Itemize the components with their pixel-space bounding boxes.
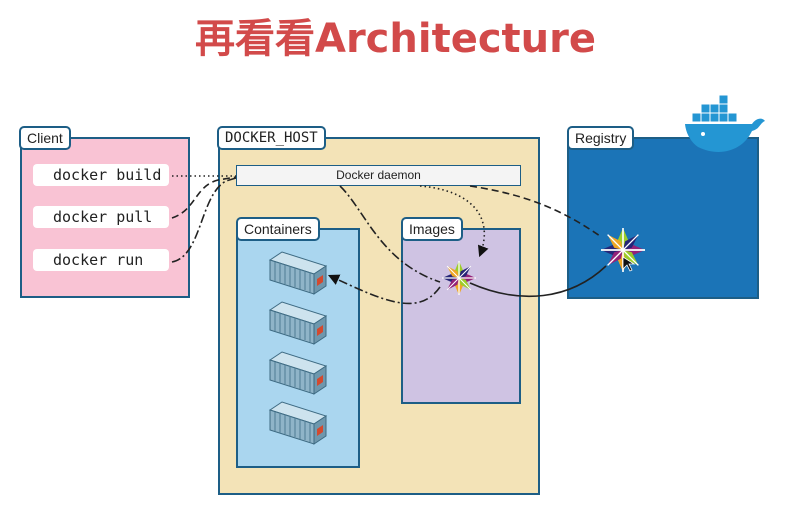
images-label: Images bbox=[401, 217, 463, 241]
docker-daemon-bar: Docker daemon bbox=[236, 165, 521, 186]
docker-pull-command: docker pull bbox=[33, 206, 169, 228]
docker-build-command: docker build bbox=[33, 164, 169, 186]
container-icon bbox=[269, 351, 327, 395]
pull-connector bbox=[171, 176, 237, 219]
container-icon bbox=[269, 251, 327, 295]
registry-label: Registry bbox=[567, 126, 635, 150]
pull-to-registry-connector bbox=[469, 185, 601, 237]
registry-to-image-line bbox=[469, 265, 607, 298]
image-to-container-arrow bbox=[327, 274, 441, 305]
images-panel bbox=[401, 228, 521, 404]
containers-label: Containers bbox=[236, 217, 320, 241]
centos-image-icon bbox=[441, 260, 477, 296]
build-to-images-arrow bbox=[419, 185, 489, 258]
container-icon bbox=[269, 301, 327, 345]
page-title: 再看看Architecture bbox=[195, 16, 596, 62]
client-label: Client bbox=[19, 126, 71, 150]
docker-host-label: DOCKER_HOST bbox=[217, 126, 326, 150]
run-to-image-connector bbox=[339, 185, 441, 283]
docker-run-command: docker run bbox=[33, 249, 169, 271]
run-connector bbox=[171, 177, 237, 263]
container-icon bbox=[269, 401, 327, 445]
cursor-icon bbox=[622, 256, 636, 272]
docker-whale-logo bbox=[685, 94, 765, 152]
